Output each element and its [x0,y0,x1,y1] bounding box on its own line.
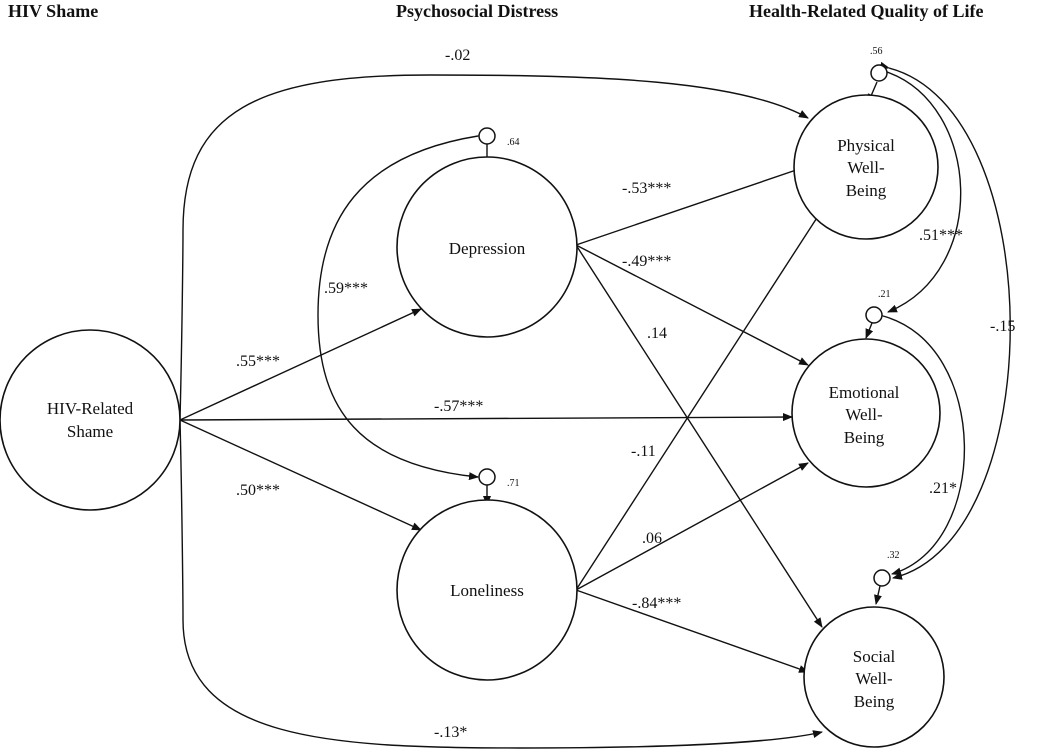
label-physical-line3: Being [846,181,887,200]
node-social-well-being [803,606,945,748]
path-shame-to-physical [179,74,809,421]
node-physical-well-being [793,94,939,240]
path-loneliness-to-physical [575,209,823,591]
label-physical-line2: Well- [847,158,885,177]
coef-shame-emotional: -.57*** [434,398,483,415]
path-loneliness-to-emotional [575,462,809,591]
coef-loneliness-social: -.84*** [632,595,681,612]
covariance-physical-social [879,61,1011,580]
path-depression-to-physical [575,165,809,246]
covariance-depression-loneliness [317,130,488,481]
label-emotional-line2: Well- [845,405,883,424]
coef-shame-social: -.13* [434,724,467,741]
node-hiv-related-shame [0,329,181,511]
residual-value-emotional: .21 [878,289,891,300]
label-physical-line1: Physical [837,136,895,155]
residual-arrow-emotional [865,322,874,339]
covariance-emotional-social [873,309,966,576]
path-depression-to-social [575,244,823,628]
coef-shame-physical: -.02 [445,47,470,64]
node-depression [396,156,578,338]
cov-physical-social: -.15 [990,318,1015,335]
residual-circle-loneliness [478,468,496,486]
coef-depression-physical: -.53*** [622,180,671,197]
coef-shame-loneliness: .50*** [236,482,280,499]
coef-depression-emotional: -.49*** [622,253,671,270]
header-hrqol: Health-Related Quality of Life [749,1,983,21]
residual-circle-social [873,569,891,587]
residual-circle-physical [870,64,888,82]
node-emotional-well-being [791,338,941,488]
residual-circle-depression [478,127,496,145]
node-loneliness [396,499,578,681]
residual-value-loneliness: .71 [507,478,520,489]
coef-shame-depression: .55*** [236,353,280,370]
path-shame-to-emotional [179,413,793,422]
covariance-physical-emotional [877,65,962,313]
path-loneliness-to-social [575,589,809,673]
path-shame-to-social [179,419,823,749]
label-emotional-line1: Emotional [829,383,900,402]
residual-value-depression: .64 [507,137,520,148]
header-hiv-shame: HIV Shame [8,1,98,21]
label-loneliness: Loneliness [450,581,524,600]
header-psychosocial-distress: Psychosocial Distress [396,1,558,21]
label-social-line3: Being [854,692,895,711]
cov-emotional-social: .21* [929,480,957,497]
coef-loneliness-emotional: .06 [642,530,662,547]
path-depression-to-emotional [575,244,809,366]
path-shame-to-depression [179,308,422,421]
residual-arrow-social [874,585,882,605]
path-shame-to-loneliness [179,419,422,531]
residual-value-social: .32 [887,550,900,561]
cov-depression-loneliness: .59*** [324,280,368,297]
coef-depression-social: .14 [647,325,667,342]
label-social-line1: Social [853,647,896,666]
residual-value-physical: .56 [870,46,883,57]
label-depression: Depression [449,239,526,258]
label-emotional-line3: Being [844,428,885,447]
coef-loneliness-physical: -.11 [631,443,656,460]
residual-circle-emotional [865,306,883,324]
cov-physical-emotional: .51*** [919,227,963,244]
label-hiv-related: HIV-Related [47,399,134,418]
label-social-line2: Well- [855,669,893,688]
label-shame: Shame [67,422,113,441]
